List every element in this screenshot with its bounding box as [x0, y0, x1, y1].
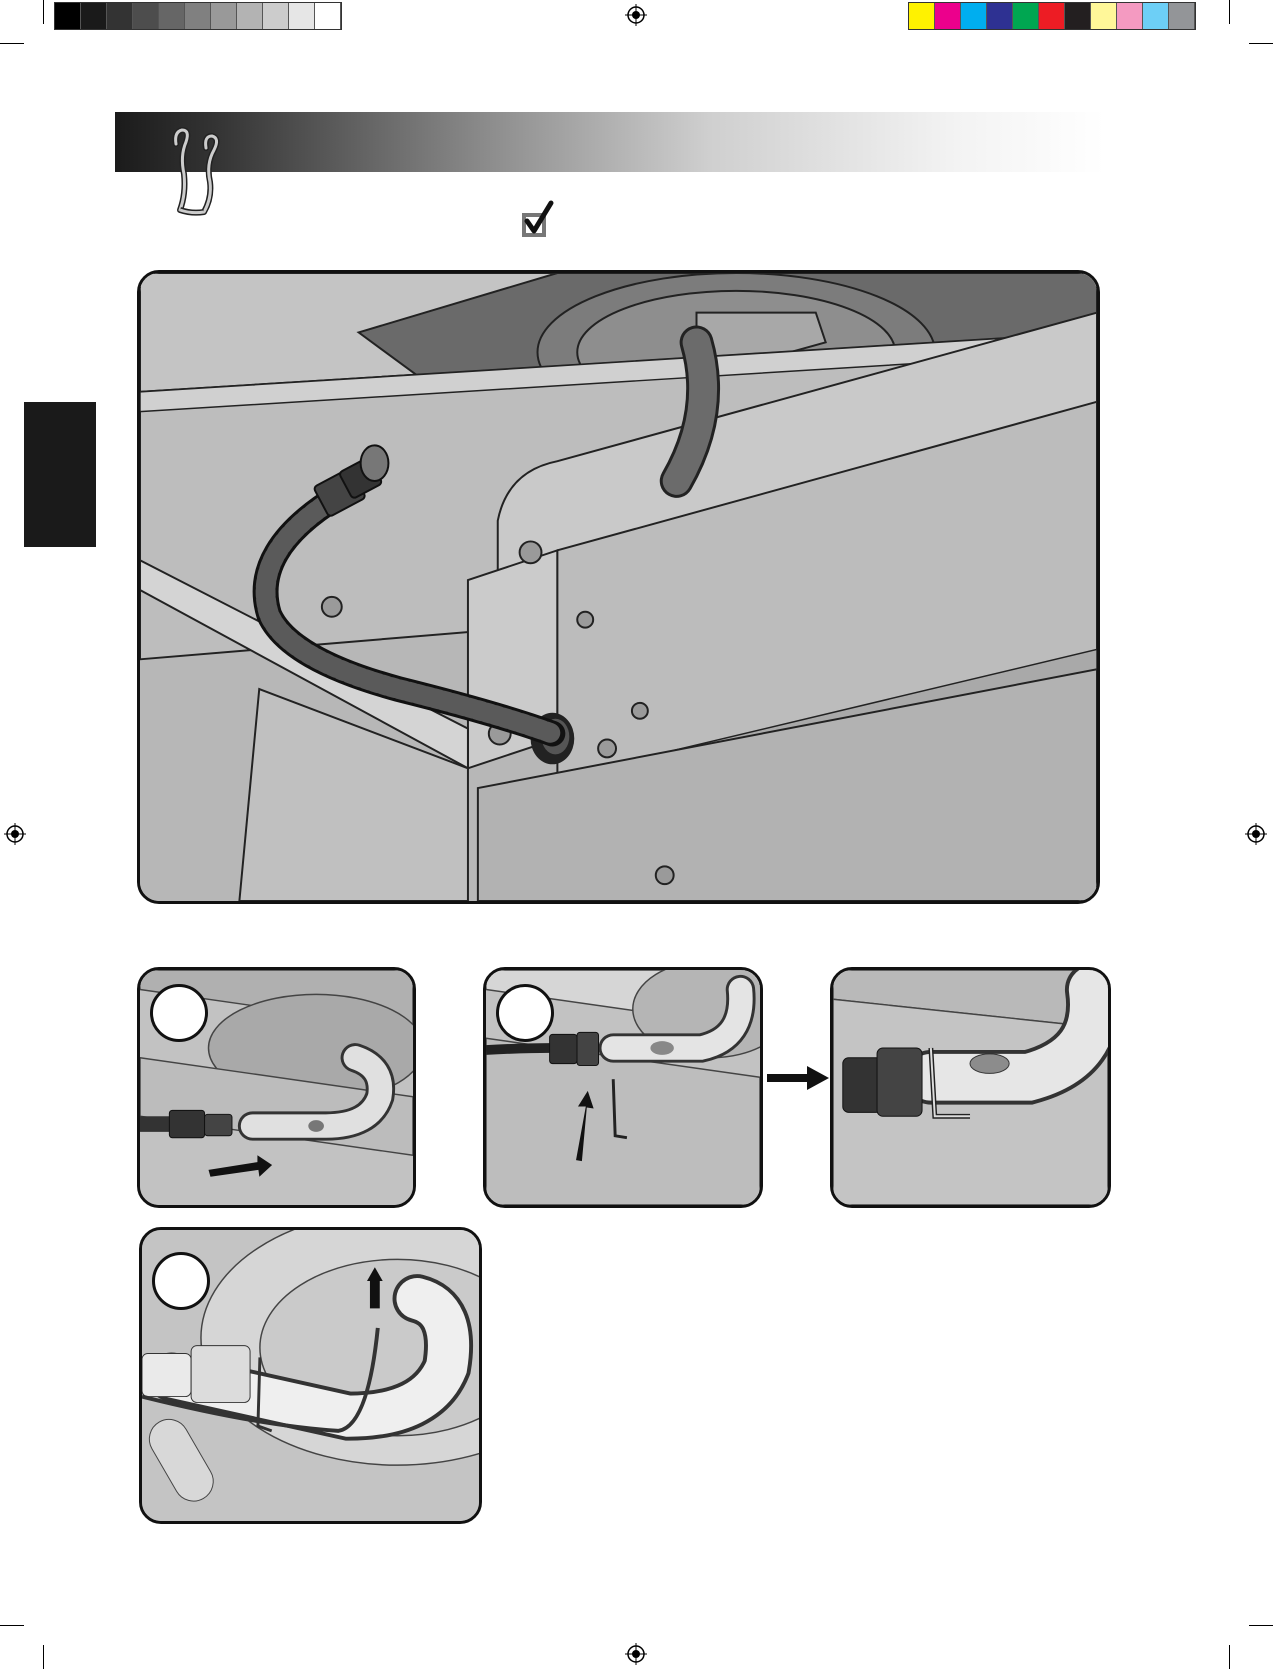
calibration-swatch	[289, 3, 315, 29]
color-calibration-bar	[908, 2, 1196, 30]
registration-mark-icon	[1245, 823, 1267, 845]
calibration-swatch	[961, 3, 987, 29]
calibration-swatch	[81, 3, 107, 29]
hook-wire-ignition-lead-illustration	[139, 1227, 482, 1524]
registration-mark-icon	[625, 1643, 647, 1665]
calibration-swatch	[55, 3, 81, 29]
insert-hook-wire-illustration	[483, 967, 763, 1208]
hose-connect-to-burner-tube-illustration	[137, 967, 416, 1208]
checkmark-box-icon	[521, 199, 555, 239]
calibration-swatch	[1039, 3, 1065, 29]
grayscale-calibration-bar	[54, 2, 342, 30]
registration-mark-icon	[4, 823, 26, 845]
calibration-swatch	[1143, 3, 1169, 29]
crop-mark	[43, 0, 44, 24]
calibration-swatch	[159, 3, 185, 29]
crop-mark	[0, 1625, 24, 1626]
section-side-tab	[24, 402, 96, 547]
calibration-swatch	[909, 3, 935, 29]
calibration-swatch	[1117, 3, 1143, 29]
crop-mark	[43, 1645, 44, 1669]
section-header-band	[115, 112, 1105, 172]
hook-wire-installed-illustration	[830, 967, 1111, 1208]
calibration-swatch	[133, 3, 159, 29]
calibration-swatch	[987, 3, 1013, 29]
step-number-badge	[152, 1252, 210, 1310]
calibration-swatch	[107, 3, 133, 29]
calibration-swatch	[185, 3, 211, 29]
crop-mark	[1229, 1645, 1230, 1669]
hook-wire-icon	[164, 124, 234, 216]
crop-mark	[1229, 0, 1230, 24]
crop-mark	[0, 43, 24, 44]
calibration-swatch	[315, 3, 341, 29]
calibration-swatch	[1065, 3, 1091, 29]
step-number-badge	[150, 984, 208, 1042]
step-number-badge	[496, 984, 554, 1042]
calibration-swatch	[237, 3, 263, 29]
calibration-swatch	[935, 3, 961, 29]
grill-underside-gas-hose-illustration	[137, 270, 1100, 904]
calibration-swatch	[1091, 3, 1117, 29]
right-arrow-icon	[767, 1066, 829, 1090]
registration-mark-icon	[625, 4, 647, 26]
crop-mark	[1249, 43, 1273, 44]
calibration-swatch	[1013, 3, 1039, 29]
calibration-swatch	[211, 3, 237, 29]
calibration-swatch	[263, 3, 289, 29]
calibration-swatch	[1169, 3, 1195, 29]
crop-mark	[1249, 1625, 1273, 1626]
